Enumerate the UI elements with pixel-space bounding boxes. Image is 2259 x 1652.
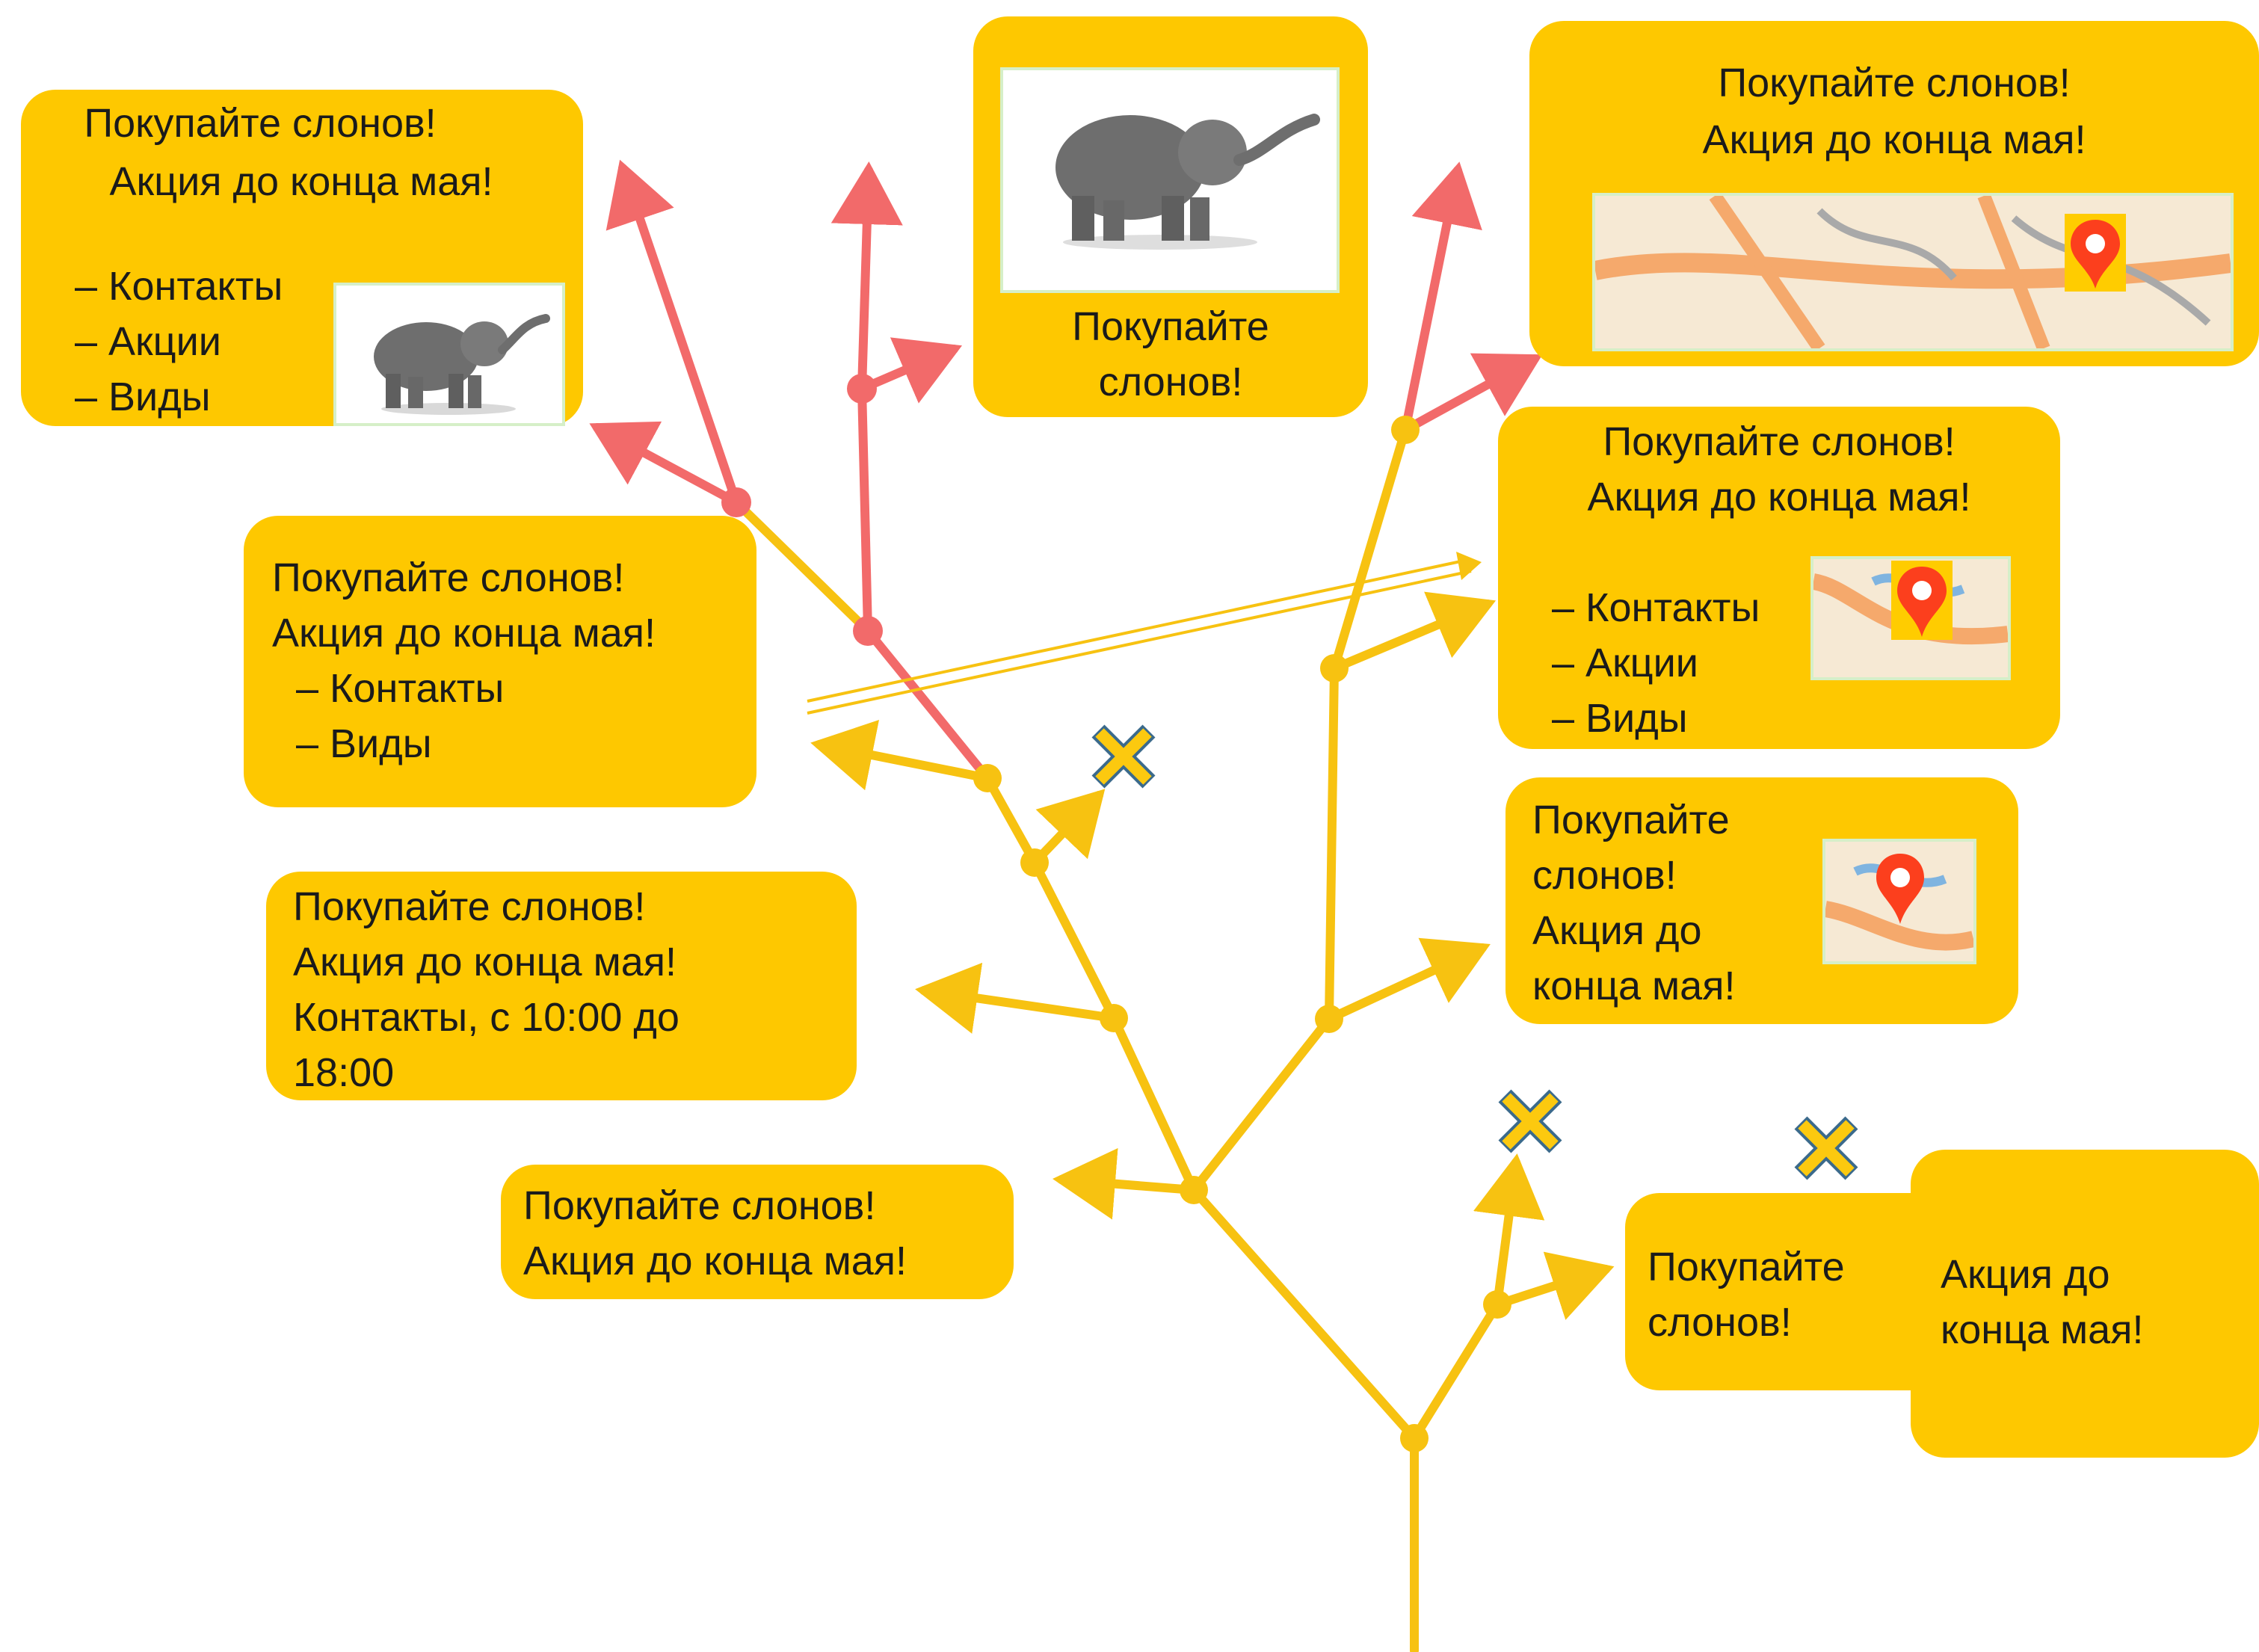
- connector-line: [807, 570, 1472, 715]
- branch-line: [589, 421, 741, 507]
- ad-card: Покупайте слонов! Акция до конца мая!: [501, 1165, 1014, 1299]
- node: [1315, 1005, 1343, 1033]
- cross-icon: [1091, 724, 1156, 789]
- node: [1400, 1424, 1429, 1452]
- ad-subline: Акция до конца мая!: [1702, 117, 2086, 162]
- branch-line: [1401, 161, 1482, 434]
- double-connector: [807, 552, 1482, 715]
- branch-line: [1325, 937, 1491, 1023]
- branch-line: [732, 498, 872, 635]
- cross-icon: [1498, 1089, 1562, 1153]
- map-pin-icon: [1891, 561, 1953, 640]
- ad-word-buy: Покупайте: [1532, 798, 1730, 842]
- ad-headline: Покупайте слонов!: [272, 555, 625, 600]
- ad-promo-until: Акция до: [1532, 908, 1702, 953]
- ad-subline: Акция до конца мая!: [272, 611, 656, 656]
- ad-card: Покупайте слонов! Акция до конца мая! – …: [244, 516, 756, 807]
- branch-line: [1410, 1300, 1502, 1443]
- node: [1391, 416, 1420, 444]
- promos-item: – Акции: [75, 319, 221, 364]
- branch-line: [1030, 789, 1106, 867]
- branch-line: [915, 962, 1118, 1034]
- contacts-item: – Контакты: [1552, 585, 1760, 630]
- map-image: [1822, 839, 1976, 964]
- ad-headline: Покупайте слонов!: [1603, 419, 1956, 464]
- map-image: [1592, 193, 2234, 351]
- ad-card: Покупайте слонов! Акция до конца мая!: [1506, 777, 2018, 1024]
- ad-card: Покупайте слонов! Акция до конца мая! Ко…: [266, 872, 857, 1100]
- ad-card: Покупайте слонов!: [973, 16, 1368, 417]
- kinds-item: – Виды: [296, 721, 432, 766]
- elephant-icon: [1055, 114, 1320, 250]
- elephant-icon: [374, 314, 550, 415]
- promos-item: – Акции: [1552, 641, 1698, 685]
- branch-line: [810, 720, 992, 791]
- cross-icon: [1794, 1116, 1858, 1180]
- ad-subline: Акция до конца мая!: [1587, 475, 1971, 520]
- contacts-hours: Контакты, с 10:00 до: [293, 995, 679, 1040]
- node: [853, 616, 883, 646]
- nodes: [721, 374, 1511, 1452]
- yellow-branches: [732, 425, 1615, 1652]
- ad-headline: Покупайте слонов!: [1718, 61, 2071, 105]
- node: [1180, 1176, 1208, 1204]
- ad-subline: Акция до конца мая!: [109, 159, 493, 204]
- branch-line: [1493, 1251, 1615, 1320]
- ad-card: Акция до конца мая!: [1911, 1150, 2259, 1458]
- branch-line: [983, 774, 1039, 867]
- hours-end: 18:00: [293, 1050, 395, 1095]
- ad-card: Покупайте слонов! Акция до конца мая! – …: [1498, 407, 2060, 749]
- node: [1320, 654, 1349, 682]
- ad-headline: Покупайте слонов!: [293, 884, 646, 929]
- ad-subline: Акция до конца мая!: [523, 1239, 907, 1283]
- red-branches: [589, 159, 1543, 783]
- connector-line: [807, 558, 1472, 703]
- branch-line: [1189, 1186, 1419, 1443]
- branch-line: [857, 384, 872, 635]
- elephant-image: [1000, 67, 1340, 293]
- ad-headline: Покупайте слонов!: [84, 101, 437, 146]
- node: [973, 764, 1002, 792]
- branch-line: [1473, 1153, 1545, 1309]
- kinds-item: – Виды: [75, 375, 211, 419]
- contacts-item: – Контакты: [296, 666, 505, 711]
- branch-line: [1189, 1014, 1334, 1195]
- ad-promo-end: конца мая!: [1941, 1307, 2144, 1352]
- kinds-item: – Виды: [1552, 696, 1688, 741]
- node: [1483, 1290, 1511, 1319]
- node: [721, 487, 751, 517]
- ad-promo-end: конца мая!: [1532, 964, 1736, 1008]
- node: [847, 374, 877, 404]
- connector-arrowhead: [1456, 552, 1482, 580]
- branch-line: [857, 337, 963, 404]
- branch-line: [605, 159, 741, 507]
- branch-line: [1030, 858, 1118, 1023]
- contacts-item: – Контакты: [75, 264, 283, 309]
- branch-line: [830, 161, 903, 393]
- ad-card: Покупайте слонов! Акция до конца мая!: [1529, 21, 2259, 366]
- node: [1100, 1004, 1128, 1032]
- branch-line: [1330, 591, 1497, 673]
- ad-card: Покупайте слонов!: [1625, 1193, 1954, 1390]
- elephant-image: [333, 283, 565, 426]
- ad-word-elephants: слонов!: [1648, 1300, 1792, 1345]
- node: [1020, 848, 1049, 877]
- map-pin-icon: [1870, 848, 1930, 927]
- map-pin-icon: [2065, 214, 2126, 292]
- ad-subline: Акция до конца мая!: [293, 940, 677, 984]
- ad-headline: Покупайте слонов!: [523, 1183, 876, 1228]
- branch-line: [863, 626, 992, 783]
- ad-word-elephants: слонов!: [1098, 360, 1243, 404]
- branch-line: [1325, 664, 1339, 1023]
- branch-line: [1330, 425, 1410, 673]
- ad-promo-until: Акция до: [1941, 1252, 2110, 1297]
- map-image: [1810, 556, 2011, 680]
- branch-line: [1401, 353, 1543, 434]
- branch-line: [1053, 1147, 1198, 1220]
- ad-word-elephants: слонов!: [1532, 853, 1677, 898]
- branch-line: [1109, 1014, 1198, 1195]
- ad-word-buy: Покупайте: [1072, 304, 1269, 349]
- ad-word-buy: Покупайте: [1648, 1245, 1845, 1289]
